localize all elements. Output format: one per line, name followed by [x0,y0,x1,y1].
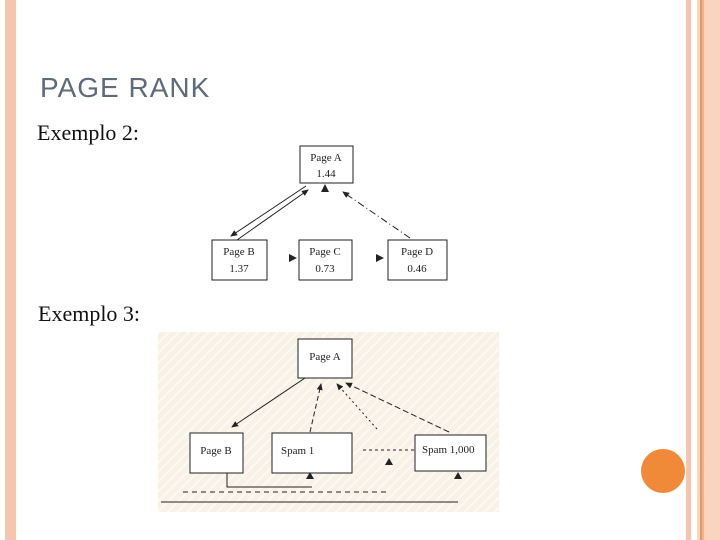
arrow-spam1-to-a [309,383,323,433]
decorative-circle [641,449,685,493]
pagerank-diagram-example3-panel: Page A Page B Spam 1 Spam 1,000 [158,332,499,512]
arrow-c-to-a-head [321,184,329,192]
page-a-label: Page A [309,351,341,363]
right-band-inner-line-2 [702,0,704,540]
page-a-label: Page A [310,152,342,164]
page-a-node [299,145,354,184]
right-band-inner-line [700,0,702,540]
right-accent-stripe-thin [686,0,691,540]
spam1000-node [414,434,487,472]
page-a-value: 1.44 [316,168,336,180]
up-arrowhead-spam1 [306,472,314,479]
pageb-tail-line [226,473,312,488]
example-3-label: Exemplo 3: [38,301,141,326]
right-accent-band [697,0,720,540]
page-b-node [189,432,244,474]
arrow-into-c-head [289,254,297,262]
pagerank-diagram-example3: Page A Page B Spam 1 Spam 1,000 [161,338,487,503]
up-arrowhead-middle [385,458,393,465]
spam1000-label: Spam 1,000 [422,444,475,456]
arrow-a-to-b [230,185,307,237]
page-c-value: 0.73 [315,263,335,275]
page-b-label: Page B [200,445,231,457]
spam1-label: Spam 1 [281,445,314,457]
arrow-d-to-a [342,191,411,239]
arrow-into-d-head [376,254,384,262]
page-d-value: 0.46 [407,263,427,275]
page-c-node [298,239,353,281]
page-b-value: 1.37 [229,263,249,275]
example-2-label: Exemplo 2: [37,120,140,145]
arrow-a-to-b [231,377,306,428]
left-accent-stripe [5,0,16,540]
spam1-node [271,432,353,474]
page-d-node [387,239,448,281]
page-a-node [297,338,353,379]
arrow-b-to-a [236,189,309,241]
arrow-hidden-spam-to-a [336,383,378,430]
pagerank-diagram-example2: Page A 1.44 Page B 1.37 Page C 0.73 Page… [211,145,448,281]
page-d-label: Page D [401,246,433,258]
page-b-node [211,239,268,281]
arrow-spam1000-to-a [345,382,450,433]
page-c-label: Page C [309,246,340,258]
slide-title: PAGE RANK [40,72,211,103]
up-arrowhead-spam1000 [454,472,462,479]
page-b-label: Page B [223,246,254,258]
